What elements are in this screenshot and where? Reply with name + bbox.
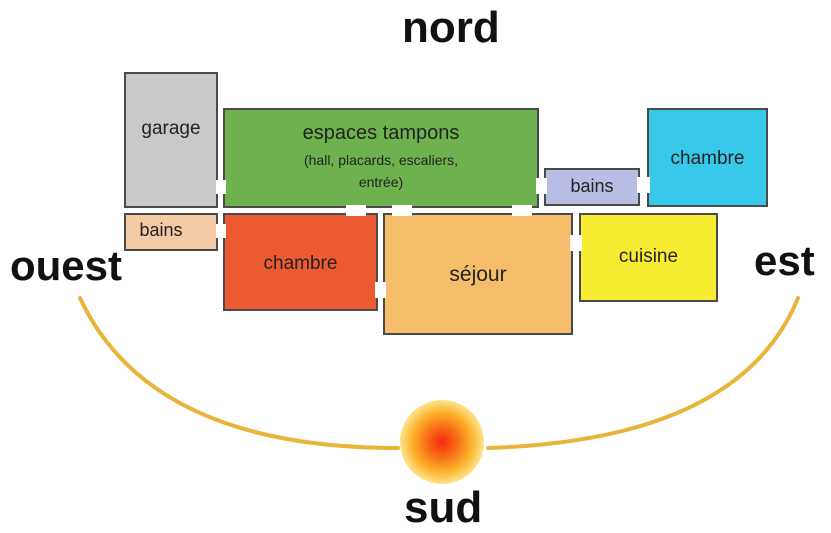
compass-south-label: sud [404,483,483,532]
room-garage-label: garage [141,118,201,139]
sun-path-west-arc [78,296,400,450]
door-buffer-bath-east [536,178,547,194]
room-bedroom-west: chambre [223,213,378,311]
room-kitchen-label: cuisine [618,246,679,267]
room-kitchen: cuisine [579,213,718,302]
room-living-label: séjour [449,263,507,286]
room-bedroom-west-label: chambre [263,253,338,274]
door-living-kitchen [570,235,582,251]
room-buffer-spaces-label: espaces tampons [302,122,460,144]
door-garage-buffer [216,180,226,194]
compass-north-label: nord [402,3,500,52]
door-bedroom-west-living [375,282,386,298]
room-buffer-spaces: espaces tampons (hall, placards, escalie… [223,108,539,208]
sun-icon [400,400,484,484]
room-bedroom-east: chambre [647,108,768,207]
door-buffer-bedroom-west [346,205,366,216]
room-bath-west: bains [124,213,218,251]
compass-east-label: est [754,237,815,284]
door-buffer-bath-west [216,224,226,238]
room-bath-west-label: bains [139,220,183,240]
room-buffer-spaces-detail-line1: (hall, placards, escaliers, [303,152,459,168]
door-bath-east-bedroom-east [637,177,650,193]
door-buffer-living-2 [512,205,532,216]
room-bath-east: bains [544,168,640,206]
compass-west-label: ouest [10,242,123,289]
room-living: séjour [383,213,573,335]
sun-path-east-arc [486,296,800,450]
door-buffer-living-1 [392,205,412,216]
room-buffer-spaces-detail-line2: entrée) [358,174,404,190]
room-bath-east-label: bains [570,176,614,196]
room-bedroom-east-label: chambre [670,148,745,169]
room-garage: garage [124,72,218,208]
